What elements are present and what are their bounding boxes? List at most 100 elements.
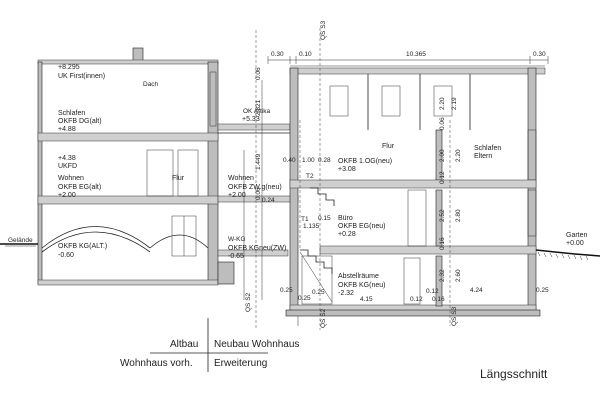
floor-dg-alt bbox=[37, 132, 219, 142]
w-kg: W-KG bbox=[228, 236, 246, 243]
qs-s2-bottom: QS S2 bbox=[320, 308, 327, 328]
wohnen-alt: Wohnen bbox=[58, 175, 84, 182]
legend-divider bbox=[150, 318, 268, 372]
svg-text:0.25: 0.25 bbox=[312, 289, 325, 296]
dim-0-10: 0.10 bbox=[299, 51, 312, 58]
svg-text:0.25: 0.25 bbox=[298, 295, 311, 302]
qs-s2-mid: QS S2 bbox=[245, 292, 252, 312]
svg-text:2.52: 2.52 bbox=[439, 209, 446, 222]
new-roof bbox=[289, 67, 546, 75]
svg-text:0.15: 0.15 bbox=[318, 215, 331, 222]
slab-eg bbox=[319, 245, 537, 255]
eg-door bbox=[407, 189, 427, 247]
okfb-zw-neu: OKFB ZW.g(neu) bbox=[228, 184, 282, 191]
qs-s3-bottom: QS S3 bbox=[451, 306, 458, 326]
svg-text:1.00: 1.00 bbox=[302, 157, 315, 164]
floor-kg-alt bbox=[37, 279, 219, 286]
legend-wohnhaus-vorh: Wohnhaus vorh. bbox=[120, 358, 193, 369]
okfb-eg-alt: OKFB EG(alt) bbox=[58, 184, 101, 191]
svg-text:0.12: 0.12 bbox=[426, 288, 439, 295]
t1-label: T1 bbox=[301, 216, 309, 223]
svg-text:2.32: 2.32 bbox=[439, 269, 446, 282]
svg-text:0.06: 0.06 bbox=[255, 187, 262, 200]
svg-text:2.19: 2.19 bbox=[451, 97, 458, 110]
legend-altbau: Altbau bbox=[170, 339, 198, 350]
dim-0-30-right: 0.30 bbox=[533, 51, 546, 58]
window-og-3 bbox=[433, 85, 453, 117]
og-neu-level: +3.08 bbox=[338, 166, 356, 173]
eg-partition bbox=[435, 189, 443, 247]
svg-text:0.16: 0.16 bbox=[439, 237, 446, 250]
flur-neu: Flur bbox=[382, 143, 395, 150]
cellar-vault-2 bbox=[41, 231, 151, 253]
abstellraeume-label: Abstellräume bbox=[338, 273, 379, 280]
svg-text:2.20: 2.20 bbox=[439, 97, 446, 110]
svg-text:2.80: 2.80 bbox=[455, 209, 462, 222]
garden-terrain bbox=[535, 249, 600, 257]
old-flur-opening bbox=[146, 149, 174, 197]
attika-slab bbox=[217, 123, 291, 131]
old-right-wall bbox=[207, 61, 219, 285]
garten-level: +0.00 bbox=[566, 240, 584, 247]
svg-text:4.24: 4.24 bbox=[470, 287, 483, 294]
drawing-title: Längsschnitt bbox=[480, 367, 548, 381]
svg-text:0.28: 0.28 bbox=[318, 157, 331, 164]
okfb-kg-neu-zw: OKFB KGneu(ZW) bbox=[228, 245, 286, 252]
svg-text:4.15: 4.15 bbox=[360, 296, 373, 303]
svg-text:2.00: 2.00 bbox=[439, 149, 446, 162]
uk-first-level: +8.295 bbox=[58, 64, 80, 71]
eltern-label: Eltern bbox=[474, 153, 492, 160]
connector bbox=[217, 123, 299, 285]
svg-text:2.20: 2.20 bbox=[455, 149, 462, 162]
kg-neu-zw-level: -0.65 bbox=[228, 253, 244, 260]
old-building bbox=[0, 47, 219, 286]
t2-label: T2 bbox=[306, 173, 314, 180]
svg-text:0.40: 0.40 bbox=[283, 157, 296, 164]
okfb-dg-alt: OKFB DG(alt) bbox=[58, 118, 102, 125]
svg-text:0.12: 0.12 bbox=[439, 171, 446, 184]
dim-10-365: 10.365 bbox=[406, 51, 426, 58]
new-foundation bbox=[285, 309, 541, 317]
okfb-og-neu: OKFB 1.OG(neu) bbox=[338, 158, 392, 165]
cellar-vault-1 bbox=[41, 226, 151, 249]
flur-alt: Flur bbox=[172, 175, 185, 182]
kg-neu-level: -2.32 bbox=[338, 290, 354, 297]
old-left-wall bbox=[37, 61, 43, 285]
new-left-wall bbox=[289, 67, 299, 311]
new-right-wall bbox=[527, 67, 537, 311]
window-og-1 bbox=[329, 85, 349, 117]
svg-text:2.821: 2.821 bbox=[255, 99, 262, 116]
okfb-eg-neu: OKFB EG(neu) bbox=[338, 223, 385, 230]
foundation-block bbox=[217, 261, 235, 285]
svg-text:0.06: 0.06 bbox=[255, 67, 262, 80]
legend-neubau-wohnhaus: Neubau Wohnhaus bbox=[214, 339, 299, 350]
wohnen-neu: Wohnen bbox=[228, 175, 254, 182]
staircase bbox=[299, 187, 335, 305]
svg-text:1.135: 1.135 bbox=[303, 223, 320, 230]
new-building bbox=[267, 56, 600, 326]
svg-text:0.16: 0.16 bbox=[432, 296, 445, 303]
dim-0-30: 0.30 bbox=[271, 51, 284, 58]
eg-alt-level: +2.00 bbox=[58, 192, 76, 199]
svg-text:0.06: 0.06 bbox=[439, 117, 446, 130]
ukfd-label: UKFD bbox=[58, 163, 77, 170]
old-flur-door bbox=[177, 149, 199, 197]
ukfd-level: +4.38 bbox=[58, 155, 76, 162]
zw-kg-slab bbox=[217, 249, 289, 257]
section-axes bbox=[243, 28, 451, 330]
kg-door bbox=[403, 257, 421, 305]
cellar-vault-3 bbox=[149, 234, 209, 249]
window-og-2 bbox=[381, 85, 401, 117]
gelaende-label: Gelände bbox=[8, 237, 33, 244]
attika-level: +5.33 bbox=[242, 116, 260, 123]
slab-og bbox=[289, 179, 537, 189]
qs-s3-top: QS S3 bbox=[320, 20, 327, 40]
buero-label: Büro bbox=[338, 215, 353, 222]
legend-erweiterung: Erweiterung bbox=[214, 358, 267, 369]
svg-text:1.449: 1.449 bbox=[255, 153, 262, 170]
kg-partition bbox=[435, 255, 443, 307]
svg-text:2.60: 2.60 bbox=[455, 269, 462, 282]
okfb-kg-alt: OKFB KG(ALT.) bbox=[58, 243, 107, 250]
window-eg-right bbox=[527, 189, 537, 237]
